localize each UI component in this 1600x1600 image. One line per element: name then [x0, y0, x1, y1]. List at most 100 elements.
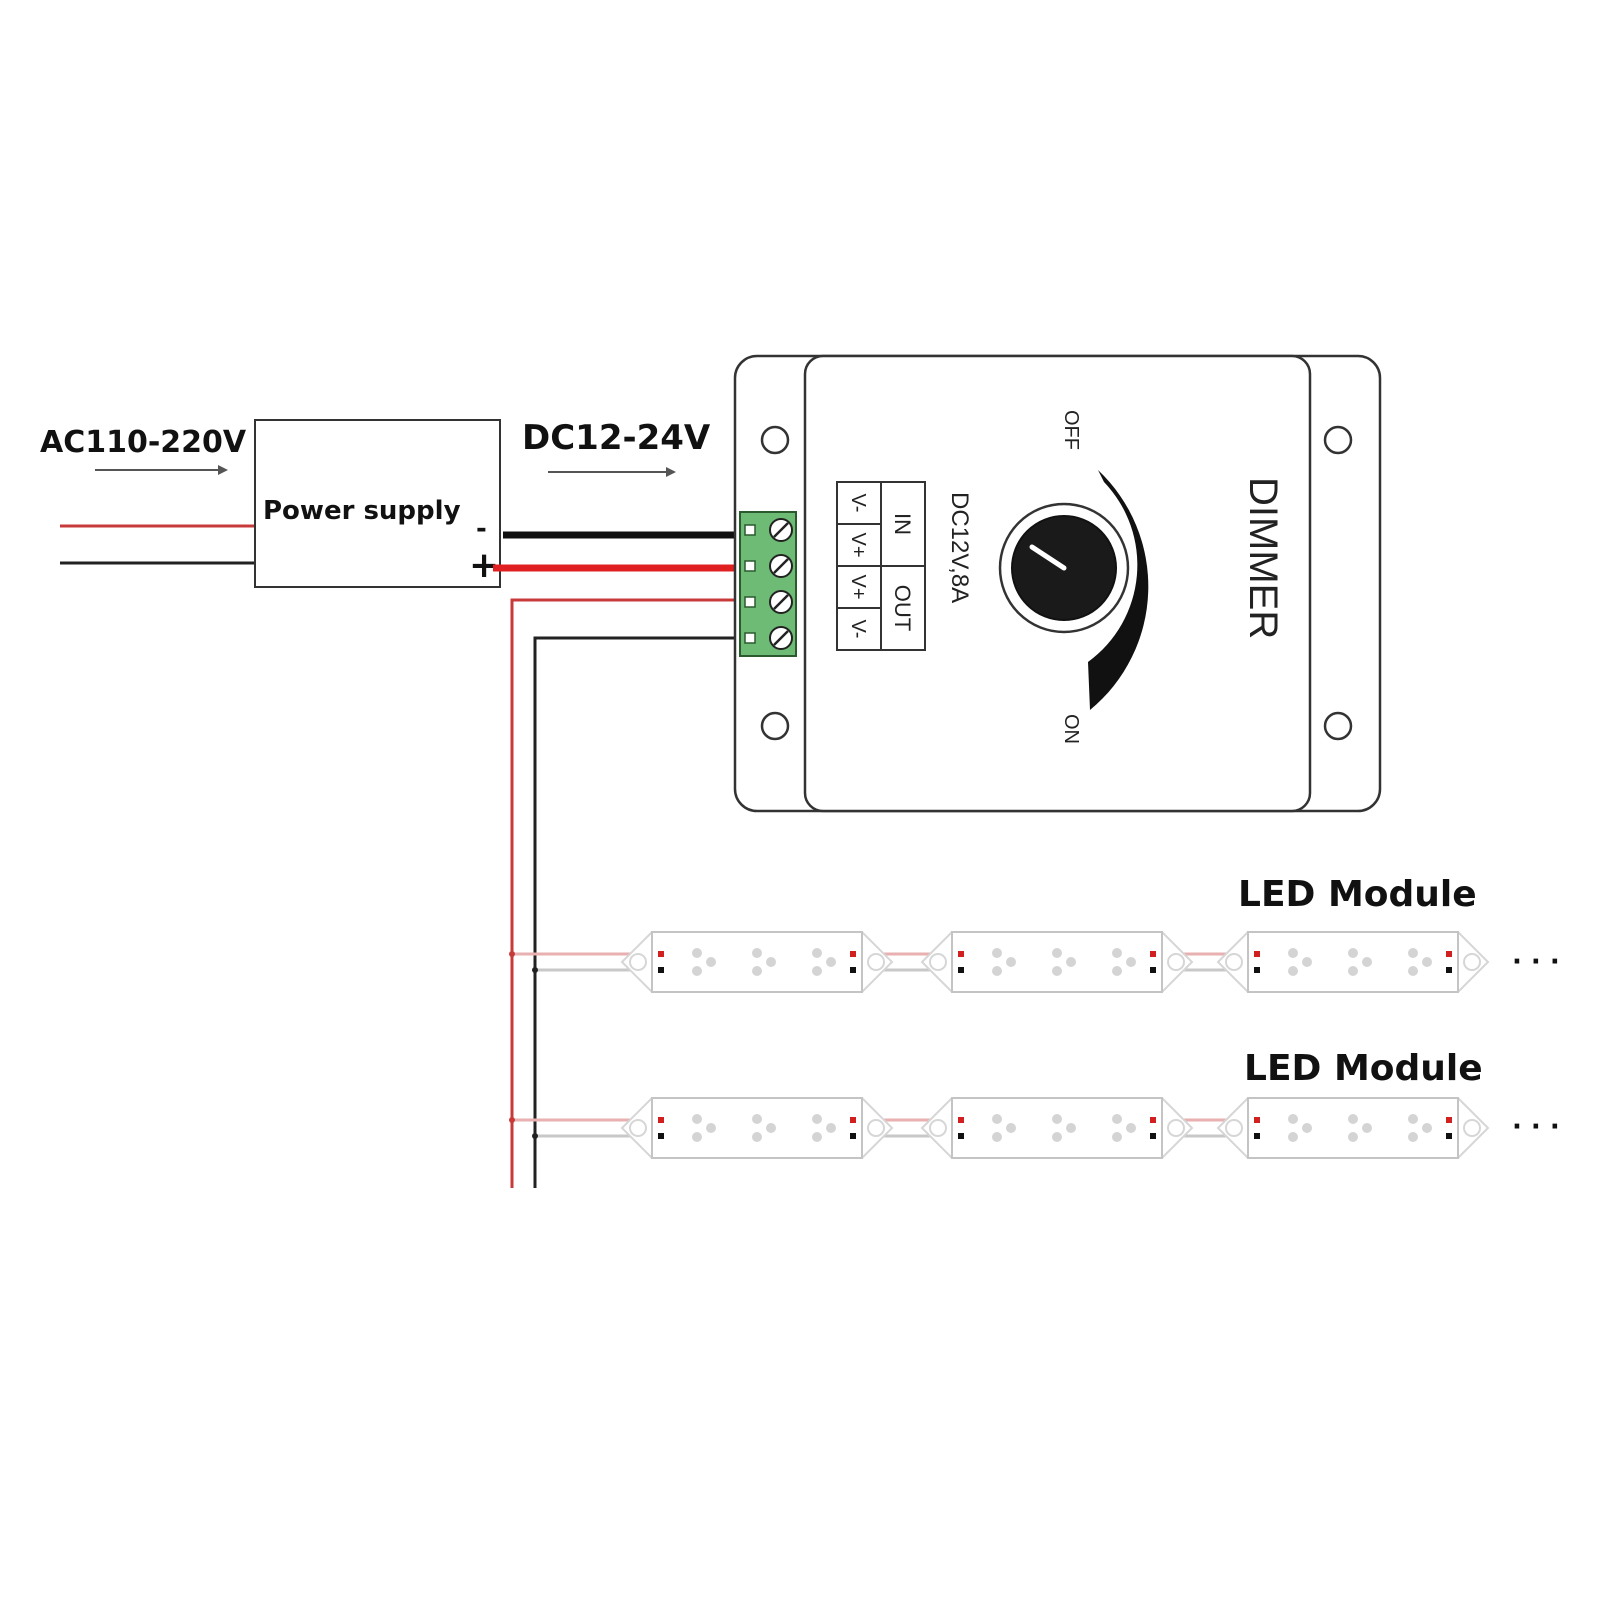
led-chip-icon: [1362, 1123, 1372, 1133]
led-chip-icon: [1006, 1123, 1016, 1133]
led-module: [920, 931, 1194, 993]
led-chip-icon: [1066, 1123, 1076, 1133]
continuation-dots: · · ·: [1512, 1112, 1560, 1142]
on-label: ON: [1060, 714, 1082, 744]
led-chip-icon: [706, 957, 716, 967]
led-chip-icon: [1112, 966, 1122, 976]
led-chip-icon: [1288, 966, 1298, 976]
terminal-block: [739, 511, 797, 657]
led-module-row: [509, 931, 1490, 993]
led-chip-icon: [1348, 1114, 1358, 1124]
terminal-label: V-: [847, 620, 869, 639]
led-chip-icon: [706, 1123, 716, 1133]
led-module: [920, 1097, 1194, 1159]
led-chip-icon: [1052, 1132, 1062, 1142]
led-chip-icon: [992, 948, 1002, 958]
led-chip-icon: [1112, 1132, 1122, 1142]
led-chip-icon: [1408, 966, 1418, 976]
terminal-screw-icon: [744, 590, 793, 614]
led-chip-icon: [1348, 1132, 1358, 1142]
led-chip-icon: [826, 957, 836, 967]
led-chip-icon: [812, 1132, 822, 1142]
led-chip-icon: [1408, 948, 1418, 958]
led-chip-icon: [752, 966, 762, 976]
led-chip-icon: [1052, 948, 1062, 958]
power-supply-minus: -: [476, 514, 487, 544]
led-chip-icon: [1288, 1132, 1298, 1142]
brightness-arc-icon: [1088, 470, 1149, 710]
terminal-label: V+: [847, 532, 869, 557]
led-chip-icon: [1422, 1123, 1432, 1133]
dimmer-rating: DC12V,8A: [946, 492, 973, 603]
led-chip-icon: [992, 1132, 1002, 1142]
led-module-label: LED Module: [1244, 1048, 1483, 1089]
knob-indicator-icon: [1029, 544, 1067, 571]
terminal-label: V+: [847, 574, 869, 599]
led-chip-icon: [1112, 948, 1122, 958]
led-chip-icon: [1126, 957, 1136, 967]
dimmer-knob[interactable]: [998, 502, 1130, 634]
led-chip-icon: [1066, 957, 1076, 967]
led-chip-icon: [752, 1132, 762, 1142]
led-module: [1216, 931, 1490, 993]
wire-junction-icon: [532, 1133, 538, 1139]
terminal-label: V-: [847, 494, 869, 513]
terminal-label-table: IN OUT V- V+ V+ V-: [836, 481, 926, 651]
led-chip-icon: [992, 1114, 1002, 1124]
mounting-hole-icon: [760, 711, 790, 741]
led-chip-icon: [1006, 957, 1016, 967]
led-output-wires: [510, 598, 745, 1188]
led-chip-icon: [1302, 957, 1312, 967]
led-chip-icon: [812, 948, 822, 958]
wire-junction-icon: [509, 1117, 515, 1123]
led-chip-icon: [1288, 1114, 1298, 1124]
led-chip-icon: [692, 1114, 702, 1124]
led-chip-icon: [692, 966, 702, 976]
led-module: [620, 931, 894, 993]
off-label: OFF: [1060, 410, 1082, 450]
out-label: OUT: [890, 585, 915, 631]
led-chip-icon: [1362, 957, 1372, 967]
led-chip-icon: [826, 1123, 836, 1133]
wire-junction-icon: [532, 967, 538, 973]
led-chip-icon: [1422, 957, 1432, 967]
led-chip-icon: [1112, 1114, 1122, 1124]
dimmer-title: DIMMER: [1241, 477, 1285, 639]
power-supply-box: [254, 419, 501, 588]
led-chip-icon: [992, 966, 1002, 976]
led-chip-icon: [692, 948, 702, 958]
led-chip-icon: [752, 1114, 762, 1124]
power-supply-label: Power supply: [263, 496, 461, 526]
led-module: [1216, 1097, 1490, 1159]
led-module: [620, 1097, 894, 1159]
dc-output-label: DC12-24V: [522, 418, 711, 458]
mounting-hole-icon: [1323, 711, 1353, 741]
ac-arrow-icon: [95, 465, 228, 475]
led-chip-icon: [692, 1132, 702, 1142]
led-chip-icon: [812, 1114, 822, 1124]
led-chip-icon: [1348, 966, 1358, 976]
continuation-dots: · · ·: [1512, 947, 1560, 977]
led-chip-icon: [1348, 948, 1358, 958]
led-chip-icon: [752, 948, 762, 958]
ac-input-label: AC110-220V: [40, 425, 247, 460]
led-chip-icon: [1302, 1123, 1312, 1133]
wire-junction-icon: [509, 951, 515, 957]
led-chip-icon: [1052, 966, 1062, 976]
mounting-hole-icon: [1323, 425, 1353, 455]
dc-arrow-icon: [548, 467, 676, 477]
led-chip-icon: [1408, 1132, 1418, 1142]
terminal-screw-icon: [744, 554, 793, 578]
led-chip-icon: [1288, 948, 1298, 958]
mounting-hole-icon: [760, 425, 790, 455]
led-chip-icon: [1126, 1123, 1136, 1133]
led-chip-icon: [766, 1123, 776, 1133]
led-module-label: LED Module: [1238, 874, 1477, 915]
terminal-screw-icon: [744, 626, 793, 650]
led-chip-icon: [1052, 1114, 1062, 1124]
led-module-row: [509, 1097, 1490, 1159]
led-chip-icon: [766, 957, 776, 967]
terminal-screw-icon: [744, 518, 793, 542]
led-chip-icon: [812, 966, 822, 976]
